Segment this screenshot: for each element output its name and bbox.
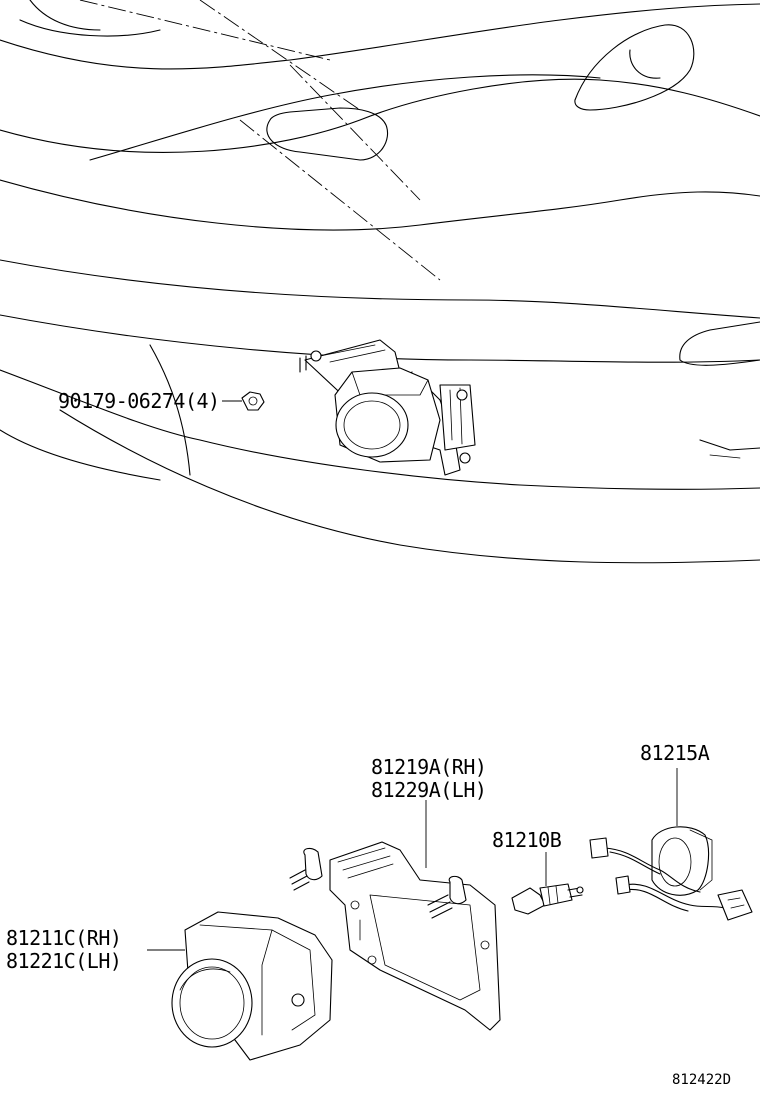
label-bulb: 81210B bbox=[492, 828, 562, 852]
label-bracket-rh: 81219A(RH) bbox=[371, 755, 486, 779]
car-body-outline bbox=[0, 0, 760, 564]
figure-code: 812422D bbox=[672, 1072, 731, 1088]
socket-part bbox=[589, 826, 753, 921]
label-lamp-rh: 81211C(RH) bbox=[6, 926, 121, 950]
nut-icon bbox=[241, 391, 265, 411]
label-socket: 81215A bbox=[640, 741, 710, 765]
label-lamp-lh: 81221C(LH) bbox=[6, 949, 121, 973]
installed-fog-lamp bbox=[222, 339, 476, 476]
bracket-part bbox=[289, 841, 501, 1031]
label-bracket-lh: 81229A(LH) bbox=[371, 778, 486, 802]
label-nut: 90179-06274(4) bbox=[58, 389, 220, 413]
fog-lamp-part bbox=[171, 911, 333, 1061]
bulb-part bbox=[511, 883, 584, 915]
